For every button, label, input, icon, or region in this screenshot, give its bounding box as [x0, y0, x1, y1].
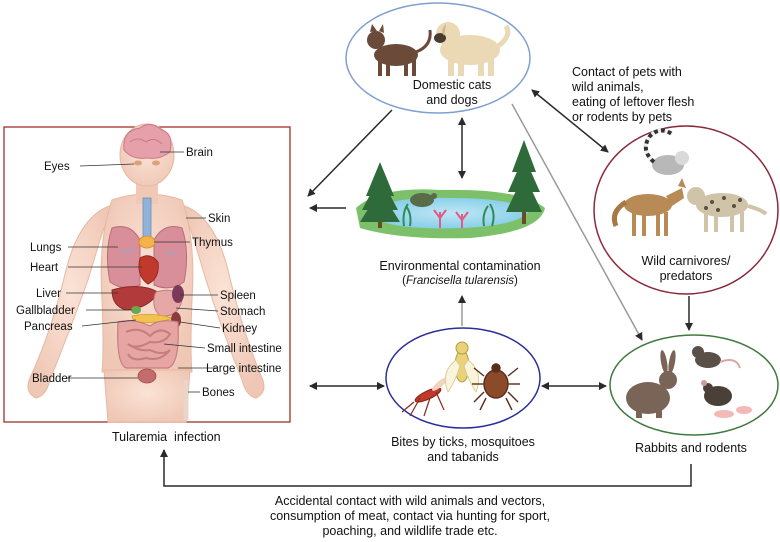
wild-label-1: Wild carnivores/: [642, 254, 731, 268]
paren-open: (: [402, 275, 406, 287]
spleen-shape: [172, 285, 184, 303]
pups-illustration: [714, 406, 752, 418]
domestic-label-1: Domestic cats: [413, 78, 492, 92]
pathogen-name: Francisella tularensis: [406, 275, 514, 287]
organ-leader-lines: [66, 151, 221, 393]
label-eyes: Eyes: [44, 161, 70, 173]
arrow-rodents-to-body-loop: [160, 449, 692, 487]
domestic-node: Domestic cats and dogs: [345, 2, 531, 114]
vectors-node: Bites by ticks, mosquitoes and tabanids: [385, 327, 541, 464]
arrow-domestic-wild: [531, 89, 609, 153]
ocelot-illustration: [687, 187, 768, 232]
domestic-label-2: and dogs: [426, 93, 477, 107]
small-intestine-shape: [125, 328, 172, 361]
label-skin: Skin: [208, 213, 230, 225]
wild-ring: [593, 125, 779, 295]
dog-illustration: [434, 22, 511, 76]
bottom-note-line-1: Accidental contact with wild animals and…: [275, 494, 545, 508]
arrow-domestic-to-rodents: [511, 103, 643, 341]
rat-illustration: [692, 346, 741, 369]
rodents-label: Rabbits and rodents: [635, 441, 747, 455]
body-panel: Brain Eyes Skin Lungs Thymus Heart Liver…: [3, 123, 291, 423]
tularemia-infection-caption: Tularemia infection: [112, 430, 221, 444]
label-lungs: Lungs: [30, 242, 62, 254]
rabbit-illustration: [626, 350, 677, 418]
thymus-shape: [138, 235, 156, 249]
label-spleen: Spleen: [220, 290, 256, 302]
turtle-illustration: [410, 193, 437, 207]
eye-left: [134, 160, 142, 166]
pets-contact-line-4: or rodents by pets: [572, 110, 672, 124]
label-gallbladder: Gallbladder: [16, 305, 75, 317]
rodents-node: Rabbits and rodents: [609, 334, 779, 455]
arrow-domestic-to-body: [307, 109, 393, 197]
pets-contact-line-3: eating of leftover flesh: [572, 95, 694, 109]
lemur-illustration: [643, 128, 689, 175]
bladder-shape: [137, 368, 157, 384]
mosquito-illustration: [401, 377, 448, 417]
bottom-note-line-2: consumption of meat, contact via hunting…: [270, 509, 550, 523]
coral-plants: [433, 209, 469, 228]
label-small-intestine: Small intestine: [207, 343, 282, 355]
heart-shape: [138, 255, 159, 285]
label-liver: Liver: [36, 288, 61, 300]
label-bones: Bones: [202, 387, 235, 399]
bottom-note-line-3: poaching, and wildlife trade etc.: [322, 524, 497, 538]
mouse-illustration: [701, 380, 732, 406]
tick-illustration: [472, 363, 520, 411]
water-plants: [402, 203, 495, 227]
eye-right: [152, 160, 160, 166]
tree-right: [506, 140, 542, 224]
tree-left: [360, 162, 400, 228]
coyote-illustration: [611, 178, 686, 236]
environment-node: Environmental contamination (Francisella…: [356, 140, 545, 287]
label-stomach: Stomach: [220, 306, 265, 318]
vectors-label-1: Bites by ticks, mosquitoes: [391, 435, 535, 449]
label-large-intestine: Large intestine: [206, 363, 281, 375]
gallbladder-shape: [131, 306, 141, 314]
label-bladder: Bladder: [32, 373, 72, 385]
pets-contact-text: Contact of pets with wild animals, eatin…: [571, 65, 694, 124]
bottom-note: Accidental contact with wild animals and…: [270, 494, 550, 538]
pets-contact-line-2: wild animals,: [571, 80, 644, 94]
liver-shape: [111, 286, 159, 311]
wild-node: Wild carnivores/ predators: [593, 125, 779, 295]
wild-label-2: predators: [660, 269, 713, 283]
label-thymus: Thymus: [192, 237, 233, 249]
environment-label-1: Environmental contamination: [379, 259, 540, 273]
label-pancreas: Pancreas: [24, 321, 73, 333]
label-kidney: Kidney: [222, 323, 257, 335]
lungs-shape: [106, 226, 141, 289]
arrows: [160, 89, 693, 487]
pets-contact-line-1: Contact of pets with: [572, 65, 682, 79]
domestic-ring: [345, 2, 531, 114]
cat-illustration: [367, 24, 432, 76]
vectors-label-2: and tabanids: [427, 450, 499, 464]
label-brain: Brain: [186, 147, 213, 159]
environment-label-2: (Francisella tularensis): [402, 275, 518, 287]
label-heart: Heart: [30, 262, 59, 274]
paren-close: ): [514, 275, 518, 287]
